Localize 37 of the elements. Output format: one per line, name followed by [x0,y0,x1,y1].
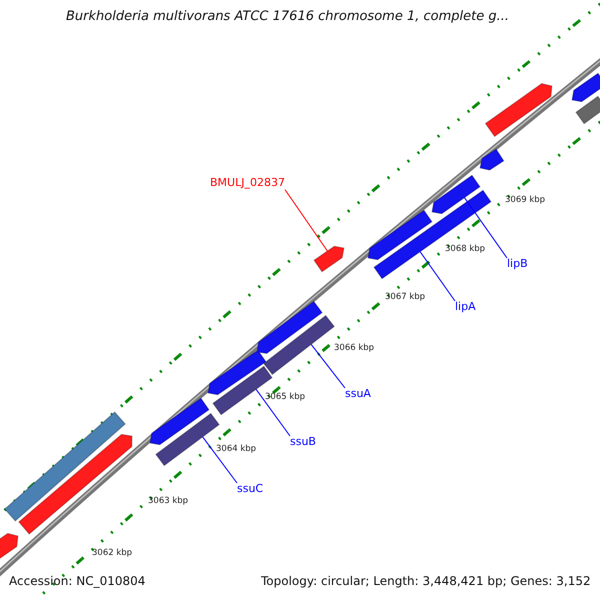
gene-bar [0,532,19,560]
summary-text: Topology: circular; Length: 3,448,421 bp; Genes: 3,152 [261,575,591,589]
gene-bar [571,72,600,102]
gene-bar [263,314,335,376]
gene-bar [575,96,600,124]
gene-bar [313,246,345,272]
gene-bar [149,398,210,446]
scale-label: 3068 kbp [445,245,486,255]
diagram-title: Burkholderia multivorans ATCC 17616 chromosome 1, complete g... [66,10,509,25]
gene-bar [431,174,481,214]
scale-label: 3066 kbp [334,344,374,354]
leader-line [284,189,328,252]
scale-label: 3069 kbp [505,196,546,206]
leader-line [464,197,508,258]
gene-label: ssuC [237,483,264,496]
gene-label: lipA [455,301,476,314]
gene-label: lipB [507,258,528,271]
scale-label: 3067 kbp [385,293,426,303]
gene-label: ssuB [290,436,316,449]
gene-bar [484,82,553,138]
scale-label: 3063 kbp [148,497,188,507]
leader-line [310,344,346,388]
leader-line [202,436,238,484]
gene-bar [367,210,433,260]
gene-bar [256,300,323,354]
gene-bar [207,350,267,396]
leader-line [256,388,290,436]
scale-label: 3062 kbp [92,549,132,559]
accession-text: Accession: NC_010804 [9,575,146,589]
gene-bar [18,434,132,535]
gene-bar [4,411,126,522]
gene-bar [479,148,504,171]
leader-line [420,251,456,302]
scale-label: 3065 kbp [265,393,306,403]
gene-label: ssuA [345,388,371,401]
gene-label: BMULJ_02837 [210,177,285,190]
scale-label: 3064 kbp [216,445,256,455]
